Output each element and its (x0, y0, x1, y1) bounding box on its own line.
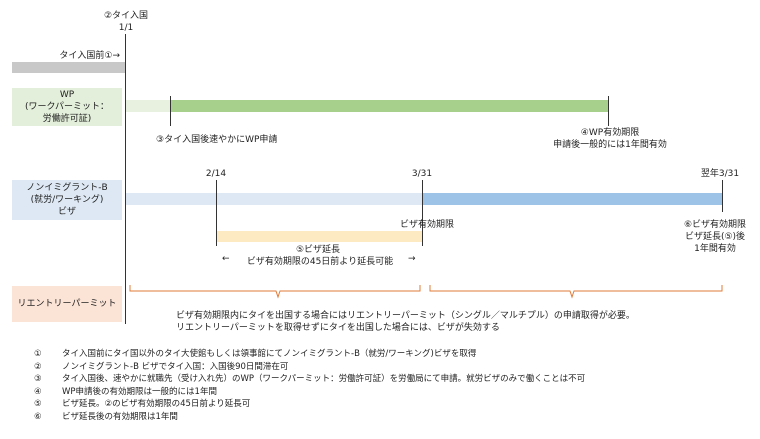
footnote-text: WP申請後の有効期限は一般的には1年間 (62, 386, 217, 397)
visa-extended-bar (422, 193, 722, 205)
visa-extension-start-tick (216, 180, 217, 246)
wp-label-line-2: (ワークパーミット： (24, 102, 110, 112)
reentry-label: リエントリーパーミット (17, 299, 117, 309)
wp-row-label: WP (ワークパーミット： 労働許可証) (12, 88, 122, 126)
visa-label-line-1: ノンイミグラント-B (26, 183, 108, 193)
footnote-num: ⑤ (34, 399, 42, 410)
reentry-desc-1: ビザ有効期限内にタイを出国する場合にはリエントリーパーミット（シングル／マルチプ… (176, 311, 635, 321)
wp-apply-tick (170, 96, 171, 126)
visa-row-label: ノンイミグラント-B (就労/ワーキング) ビザ (12, 180, 122, 220)
visa-extension-window-bar (217, 231, 422, 242)
visa-label-line-2: (就労/ワーキング) (30, 195, 104, 205)
visa-initial-bar (126, 193, 422, 205)
visa-extension-arrow-left: ← (222, 254, 230, 264)
pre-entry-label: タイ入国前①→ (59, 51, 120, 61)
wp-validity-bar (170, 100, 608, 112)
footnotes: ① タイ入国前にタイ国以外のタイ大使館もしくは領事館にてノンイミグラント-B（就労… (34, 348, 585, 424)
visa-expiry-label: ビザ有効期限 (399, 220, 454, 230)
visa-expiry-tick (422, 180, 423, 246)
wp-validity-label-1: ④WP有効期限 (580, 128, 640, 138)
entry-marker-label: ②タイ入国 (103, 11, 149, 21)
wp-label-line-3: 労働許可証) (42, 114, 92, 124)
footnote-5: ⑤ ビザ延長。②のビザ有効期限の45日前より延長可 (34, 398, 585, 411)
visa-extension-arrow-right: → (408, 254, 416, 264)
reentry-desc-2: リエントリーパーミットを取得せずにタイを出国した場合には、ビザが失効する (176, 323, 500, 333)
visa-extended-label-2: ビザ延長(⑤)後 (684, 232, 746, 242)
footnote-num: ② (34, 361, 42, 372)
wp-pre-application-bar (126, 100, 170, 112)
entry-timeline-line (125, 34, 126, 324)
footnote-text: タイ入国前にタイ国以外のタイ大使館もしくは領事館にてノンイミグラント-B（就労/… (62, 349, 477, 359)
footnote-text: ノンイミグラント-B ビザでタイ入国：入国後90日間滞在可 (62, 361, 289, 372)
visa-label-line-3: ビザ (57, 207, 76, 217)
wp-label-line-1: WP (59, 90, 75, 100)
footnote-num: ⑥ (34, 411, 42, 422)
wp-expiry-tick (608, 96, 609, 126)
visa-extension-title: ⑤ビザ延長 (295, 245, 341, 255)
visa-extended-label-1: ⑥ビザ有効期限 (683, 220, 747, 230)
visa-date-expiry: 3/31 (411, 169, 433, 179)
footnote-num: ④ (34, 386, 42, 397)
entry-date-label: 1/1 (118, 23, 134, 33)
wp-apply-label: ③タイ入国後速やかにWP申請 (156, 135, 278, 145)
footnote-num: ① (34, 349, 42, 359)
visa-extension-note: ビザ有効期限の45日前より延長可能 (246, 257, 394, 267)
footnote-2: ② ノンイミグラント-B ビザでタイ入国：入国後90日間滞在可 (34, 361, 585, 374)
footnote-num: ③ (34, 374, 42, 385)
reentry-row-label: リエントリーパーミット (12, 286, 122, 322)
footnote-4: ④ WP申請後の有効期限は一般的には1年間 (34, 386, 585, 399)
visa-date-next-year: 翌年3/31 (700, 169, 740, 179)
reentry-brace-initial (129, 285, 421, 299)
footnote-text: ビザ延長。②のビザ有効期限の45日前より延長可 (62, 399, 251, 410)
visa-extended-expiry-tick (722, 180, 723, 212)
pre-entry-bar (12, 62, 125, 73)
footnote-text: タイ入国後、速やかに就職先（受け入れ先）のWP（ワークパーミット：労働許可証）を… (62, 374, 586, 385)
footnote-1: ① タイ入国前にタイ国以外のタイ大使館もしくは領事館にてノンイミグラント-B（就労… (34, 348, 585, 361)
footnote-text: ビザ延長後の有効期限は1年間 (62, 411, 178, 422)
visa-date-start: 2/14 (205, 169, 227, 179)
reentry-brace-extended (429, 285, 723, 299)
wp-validity-label-2: 申請後一般的には1年間有効 (553, 140, 667, 150)
footnote-6: ⑥ ビザ延長後の有効期限は1年間 (34, 411, 585, 424)
footnote-3: ③ タイ入国後、速やかに就職先（受け入れ先）のWP（ワークパーミット：労働許可証）… (34, 373, 585, 386)
visa-extended-label-3: 1年間有効 (694, 244, 736, 254)
